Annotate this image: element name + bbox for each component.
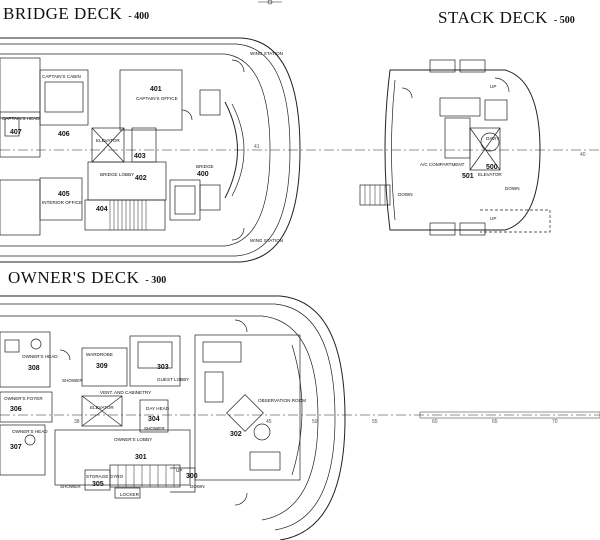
stack-down-right-label: DOWN — [505, 186, 520, 191]
ac-compartment-label: A/C COMPARTMENT — [420, 162, 465, 167]
room-300: 300 — [186, 473, 198, 480]
axis-41-label: 41 — [254, 144, 260, 150]
stack-up-top-label: UP — [490, 84, 496, 89]
room-501: 501 — [462, 173, 474, 180]
wardrobe-label: WARDROBE — [86, 352, 113, 357]
owners-deck-plan — [0, 295, 600, 540]
room-306: 306 — [10, 406, 22, 413]
owners-deck-title: OWNER'S DECK- 300 — [8, 268, 167, 287]
axis-40-label: 40 — [580, 152, 586, 158]
owners-foyer-label: OWNER'S FOYER — [4, 396, 43, 401]
room-303: 303 — [157, 364, 169, 371]
room-405: 405 — [58, 191, 70, 198]
owners-up-label: UP — [176, 468, 182, 473]
room-401: 401 — [150, 86, 162, 93]
room-302: 302 — [230, 431, 242, 438]
room-500: 500 — [486, 164, 498, 171]
room-308: 308 — [28, 365, 40, 372]
axis-45-label: 45 — [266, 419, 272, 425]
stack-elevator-label: ELEVATOR — [478, 172, 502, 177]
interior-office-label: INTERIOR OFFICE — [42, 200, 82, 205]
room-301: 301 — [135, 454, 147, 461]
captains-office-label: CAPTAIN'S OFFICE — [136, 96, 178, 101]
room-309: 309 — [96, 363, 108, 370]
room-307: 307 — [10, 444, 22, 451]
owners-head-top-label: OWNER'S HEAD — [22, 354, 58, 359]
stack-deck-plan — [355, 59, 600, 236]
elevator-label: ELEVATOR — [96, 138, 120, 143]
bridge-lobby-label: BRIDGE LOBBY — [100, 172, 134, 177]
bridge-deck-title: BRIDGE DECK- 400 — [3, 4, 150, 23]
axis-65-label: 65 — [492, 419, 498, 425]
axis-60-label: 60 — [432, 419, 438, 425]
davit-label: DAVIT — [486, 136, 499, 141]
axis-38-label: 38 — [74, 419, 80, 425]
shower-b-label: SHOWER — [144, 426, 165, 431]
room-402: 402 — [135, 175, 147, 182]
captains-cabin-label: CAPTAIN'S CABIN — [42, 74, 81, 79]
room-400: 400 — [197, 171, 209, 178]
observation-room-label: OBSERVATION ROOM — [258, 398, 306, 403]
shower-c-label: SHOWER — [60, 484, 81, 489]
stack-deck-title: STACK DECK- 500 — [438, 8, 575, 27]
axis-70-label: 70 — [552, 419, 558, 425]
room-305: 305 — [92, 481, 104, 488]
shower-a-label: SHOWER — [62, 378, 83, 383]
bridge-deck-plan — [0, 37, 355, 263]
room-404: 404 — [96, 206, 108, 213]
north-arrow-icon — [258, 0, 282, 5]
owners-down-label: DOWN — [190, 484, 205, 489]
storage-gyro-label: STORAGE GYRO — [86, 474, 124, 479]
locker-label: LOCKER — [120, 492, 140, 497]
day-head-label: DAY HEAD — [146, 406, 170, 411]
room-407: 407 — [10, 129, 22, 136]
room-403: 403 — [134, 153, 146, 160]
axis-50-label: 50 — [312, 419, 318, 425]
stack-down-left-label: DOWN — [398, 192, 413, 197]
room-406: 406 — [58, 131, 70, 138]
owners-elevator-label: ELEVATOR — [90, 405, 114, 410]
bridge-label: BRIDGE — [196, 164, 214, 169]
axis-55-label: 55 — [372, 419, 378, 425]
stack-up-bottom-label: UP — [490, 216, 496, 221]
wing-station-bottom-label: WING STATION — [250, 238, 283, 243]
wing-station-top-label: WING STATION — [250, 51, 283, 56]
captains-head-label: CAPTAIN'S HEAD — [2, 116, 40, 121]
room-304: 304 — [148, 416, 160, 423]
owners-head-bottom-label: OWNER'S HEAD — [12, 429, 48, 434]
vent-cabinetry-label: VENT. AND CABINETRY — [100, 390, 151, 395]
guest-lobby-label: GUEST LOBBY — [157, 377, 189, 382]
owners-lobby-label: OWNER'S LOBBY — [114, 437, 152, 442]
